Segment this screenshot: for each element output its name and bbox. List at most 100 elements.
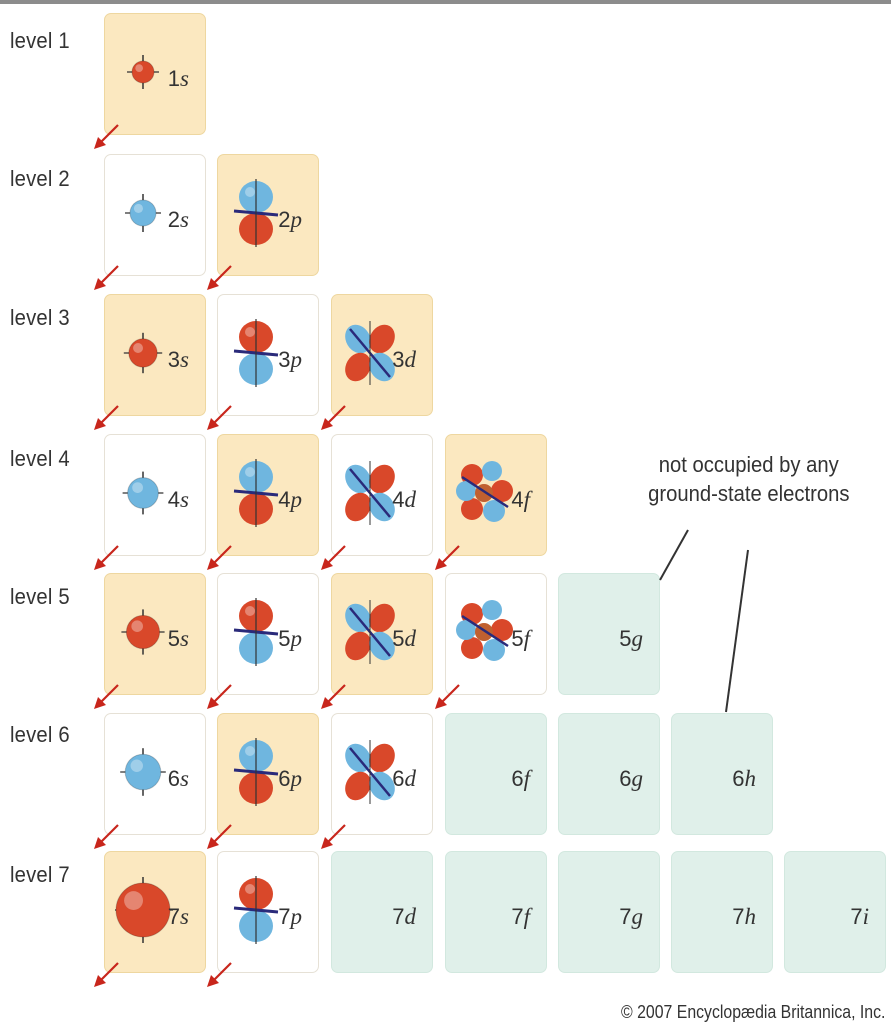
orbital-l: d — [404, 626, 417, 651]
orbital-cell-6f: 6f — [445, 713, 547, 835]
level-label-6: level 6 — [10, 722, 70, 747]
orbital-n: 7 — [619, 904, 632, 929]
orbital-cell-7p: 7p — [217, 851, 319, 973]
orbital-label: 7s — [168, 904, 189, 930]
orbital-cell-5s: 5s — [104, 573, 206, 695]
orbital-cell-6h: 6h — [671, 713, 773, 835]
orbital-n: 4 — [278, 487, 291, 512]
orbital-n: 7 — [167, 904, 181, 929]
leader-line-5g — [659, 529, 689, 581]
orbital-label: 6p — [278, 766, 302, 792]
fill-order-arrow-icon — [92, 542, 122, 572]
orbital-n: 5 — [392, 626, 405, 651]
orbital-n: 6 — [619, 766, 632, 791]
orbital-cell-6s: 6s — [104, 713, 206, 835]
fill-order-arrow-icon — [92, 681, 122, 711]
orbital-cell-4s: 4s — [104, 434, 206, 556]
orbital-label: 7p — [278, 904, 302, 930]
orbital-l: g — [631, 766, 644, 791]
orbital-cell-7i: 7i — [784, 851, 886, 973]
orbital-label: 5d — [392, 626, 416, 652]
orbital-n: 6 — [732, 766, 745, 791]
annotation-line-2: ground-state electrons — [648, 481, 850, 506]
fill-order-arrow-icon — [319, 681, 349, 711]
orbital-label: 6g — [619, 766, 643, 792]
orbital-l: i — [862, 904, 869, 929]
orbital-cell-4p: 4p — [217, 434, 319, 556]
orbital-label: 4d — [392, 487, 416, 513]
orbital-l: h — [744, 766, 757, 791]
orbital-n: 6 — [511, 766, 524, 791]
orbital-cell-7f: 7f — [445, 851, 547, 973]
orbital-cell-3p: 3p — [217, 294, 319, 416]
orbital-cell-7g: 7g — [558, 851, 660, 973]
orbital-cell-5f: 5f — [445, 573, 547, 695]
orbital-label: 1s — [168, 66, 189, 92]
orbital-label: 4f — [511, 487, 530, 513]
orbital-cell-7h: 7h — [671, 851, 773, 973]
orbital-cell-2p: 2p — [217, 154, 319, 276]
orbital-n: 6 — [167, 766, 181, 791]
fill-order-arrow-icon — [205, 959, 235, 989]
orbital-n: 3 — [392, 347, 405, 372]
fill-order-arrow-icon — [433, 542, 463, 572]
orbital-label: 3s — [168, 347, 189, 373]
orbital-l: p — [290, 904, 303, 929]
orbital-label: 4s — [168, 487, 189, 513]
orbital-cell-3s: 3s — [104, 294, 206, 416]
orbital-cell-7d: 7d — [331, 851, 433, 973]
orbital-n: 5 — [278, 626, 291, 651]
orbital-cell-6p: 6p — [217, 713, 319, 835]
orbital-label: 5s — [168, 626, 189, 652]
fill-order-arrow-icon — [433, 681, 463, 711]
fill-order-arrow-icon — [205, 821, 235, 851]
orbital-n: 5 — [511, 626, 524, 651]
orbital-l: p — [290, 207, 303, 232]
orbital-label: 5f — [511, 626, 530, 652]
orbital-cell-4d: 4d — [331, 434, 433, 556]
orbital-l: s — [180, 487, 189, 512]
orbital-label: 7f — [511, 904, 530, 930]
orbital-l: d — [404, 766, 417, 791]
orbital-l: p — [290, 766, 303, 791]
orbital-label: 2s — [168, 207, 189, 233]
orbital-label: 7g — [619, 904, 643, 930]
orbital-n: 2 — [167, 207, 181, 232]
orbital-n: 5 — [619, 626, 632, 651]
leader-line-6h — [725, 549, 749, 713]
orbital-label: 6s — [168, 766, 189, 792]
fill-order-arrow-icon — [92, 121, 122, 151]
orbital-l: s — [180, 626, 189, 651]
orbital-label: 3d — [392, 347, 416, 373]
orbital-cell-5p: 5p — [217, 573, 319, 695]
orbital-l: s — [180, 207, 189, 232]
level-label-4: level 4 — [10, 446, 70, 471]
orbital-l: g — [631, 626, 644, 651]
orbital-cell-7s: 7s — [104, 851, 206, 973]
orbital-n: 6 — [392, 766, 405, 791]
orbital-n: 6 — [278, 766, 291, 791]
orbital-l: d — [404, 487, 417, 512]
orbital-label: 6h — [732, 766, 756, 792]
level-label-3: level 3 — [10, 305, 70, 330]
fill-order-arrow-icon — [92, 402, 122, 432]
orbital-l: g — [631, 904, 644, 929]
orbital-l: f — [523, 904, 530, 929]
copyright-notice: © 2007 Encyclopædia Britannica, Inc. — [620, 1002, 885, 1022]
orbital-l: p — [290, 347, 303, 372]
orbital-cell-3d: 3d — [331, 294, 433, 416]
orbital-l: s — [180, 904, 189, 929]
orbital-label: 2p — [278, 207, 302, 233]
orbital-n: 4 — [167, 487, 181, 512]
orbital-cell-5d: 5d — [331, 573, 433, 695]
orbital-label: 6f — [511, 766, 530, 792]
orbital-n: 4 — [511, 487, 524, 512]
orbital-l: s — [180, 347, 189, 372]
orbital-n: 7 — [392, 904, 405, 929]
orbital-cell-6g: 6g — [558, 713, 660, 835]
fill-order-arrow-icon — [205, 542, 235, 572]
orbital-n: 1 — [167, 66, 181, 91]
fill-order-arrow-icon — [319, 402, 349, 432]
orbital-label: 3p — [278, 347, 302, 373]
fill-order-arrow-icon — [205, 402, 235, 432]
